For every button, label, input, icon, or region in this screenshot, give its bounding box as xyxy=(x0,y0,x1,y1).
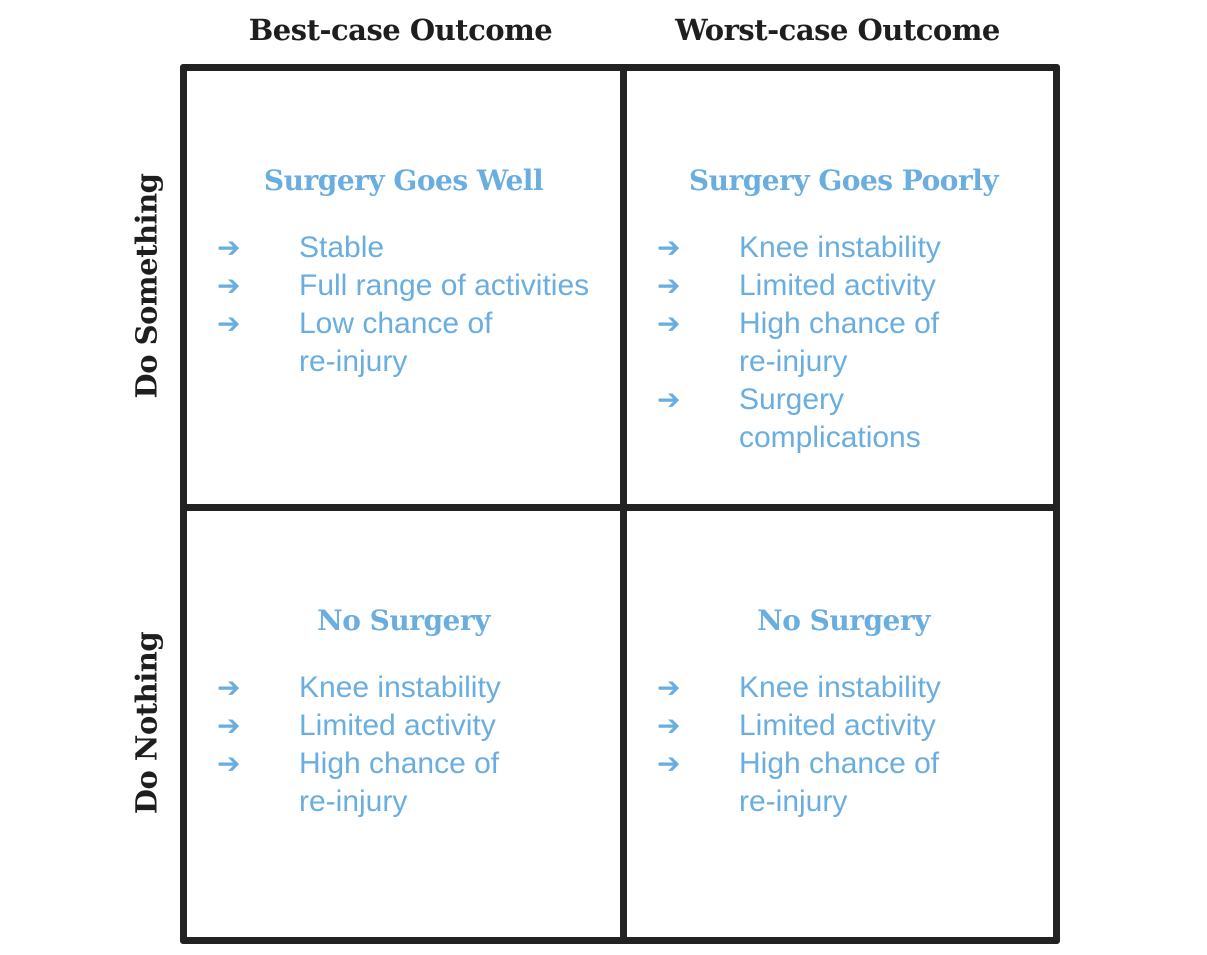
arrow-right-icon: ➔ xyxy=(217,671,241,704)
list-item-text: High chance of re-injury xyxy=(299,747,500,818)
arrow-right-icon: ➔ xyxy=(657,747,681,780)
arrow-right-icon: ➔ xyxy=(217,747,241,780)
list-item: ➔ Full range of activities xyxy=(187,267,609,305)
list-item: ➔ Limited activity xyxy=(627,707,1049,745)
cell-title: No Surgery xyxy=(317,604,490,637)
list-item-text: Limited activity xyxy=(739,709,936,742)
list-item: ➔ Knee instability xyxy=(187,669,609,707)
list-item: ➔ Stable xyxy=(187,229,609,267)
list-item: ➔ Knee instability xyxy=(627,669,1049,707)
column-header-best-case: Best-case Outcome xyxy=(248,13,553,47)
cell-list: ➔ Knee instability ➔ Limited activity ➔ Hig… xyxy=(627,229,1049,457)
cell-title: Surgery Goes Poorly xyxy=(688,164,999,197)
list-item: ➔ High chance of re-injury xyxy=(627,305,954,381)
arrow-right-icon: ➔ xyxy=(217,307,241,340)
arrow-right-icon: ➔ xyxy=(657,307,681,340)
horizontal-divider xyxy=(187,504,1053,511)
list-item: ➔ Limited activity xyxy=(627,267,1049,305)
list-item: ➔ Low chance of re-injury xyxy=(187,305,509,381)
arrow-right-icon: ➔ xyxy=(217,269,241,302)
cell-list: ➔ Stable ➔ Full range of activities ➔ Low c… xyxy=(187,229,609,381)
arrow-right-icon: ➔ xyxy=(657,671,681,704)
list-item: ➔ High chance of re-injury xyxy=(187,745,514,821)
list-item-text: High chance of re-injury xyxy=(739,747,940,818)
list-item: ➔ High chance of re-injury xyxy=(627,745,954,821)
cell-title: No Surgery xyxy=(757,604,930,637)
arrow-right-icon: ➔ xyxy=(657,269,681,302)
column-header-worst-case: Worst-case Outcome xyxy=(675,13,1000,47)
list-item-text: Low chance of re-injury xyxy=(299,307,493,378)
list-item-text: Knee instability xyxy=(739,671,941,704)
list-item-text: Limited activity xyxy=(299,709,496,742)
arrow-right-icon: ➔ xyxy=(657,383,681,416)
cell-title: Surgery Goes Well xyxy=(263,164,544,197)
arrow-right-icon: ➔ xyxy=(657,231,681,264)
row-header-do-nothing: Do Nothing xyxy=(129,631,164,815)
list-item: ➔ Limited activity xyxy=(187,707,609,745)
arrow-right-icon: ➔ xyxy=(217,709,241,742)
cell-list: ➔ Knee instability ➔ Limited activity ➔ Hig… xyxy=(627,669,1049,821)
list-item-text: Full range of activities xyxy=(299,269,590,302)
row-header-do-something: Do Something xyxy=(129,173,164,399)
cell-list: ➔ Knee instability ➔ Limited activity ➔ Hig… xyxy=(187,669,609,821)
cell-no-surgery-best: No Surgery ➔ Knee instability ➔ Limited ac… xyxy=(187,511,620,944)
cell-no-surgery-worst: No Surgery ➔ Knee instability ➔ Limited ac… xyxy=(627,511,1060,944)
arrow-right-icon: ➔ xyxy=(657,709,681,742)
list-item: ➔ Knee instability xyxy=(627,229,1049,267)
list-item-text: Stable xyxy=(299,231,385,264)
list-item-text: Knee instability xyxy=(299,671,501,704)
list-item-text: High chance of re-injury xyxy=(739,307,940,378)
list-item-text: Surgery complications xyxy=(739,383,921,454)
list-item-text: Knee instability xyxy=(739,231,941,264)
outcome-matrix: Surgery Goes Well ➔ Stable ➔ Full range of… xyxy=(180,64,1060,944)
cell-surgery-goes-poorly: Surgery Goes Poorly ➔ Knee instability ➔ L… xyxy=(627,71,1060,504)
list-item-text: Limited activity xyxy=(739,269,936,302)
arrow-right-icon: ➔ xyxy=(217,231,241,264)
cell-surgery-goes-well: Surgery Goes Well ➔ Stable ➔ Full range of… xyxy=(187,71,620,504)
list-item: ➔ Surgery complications xyxy=(627,381,939,457)
